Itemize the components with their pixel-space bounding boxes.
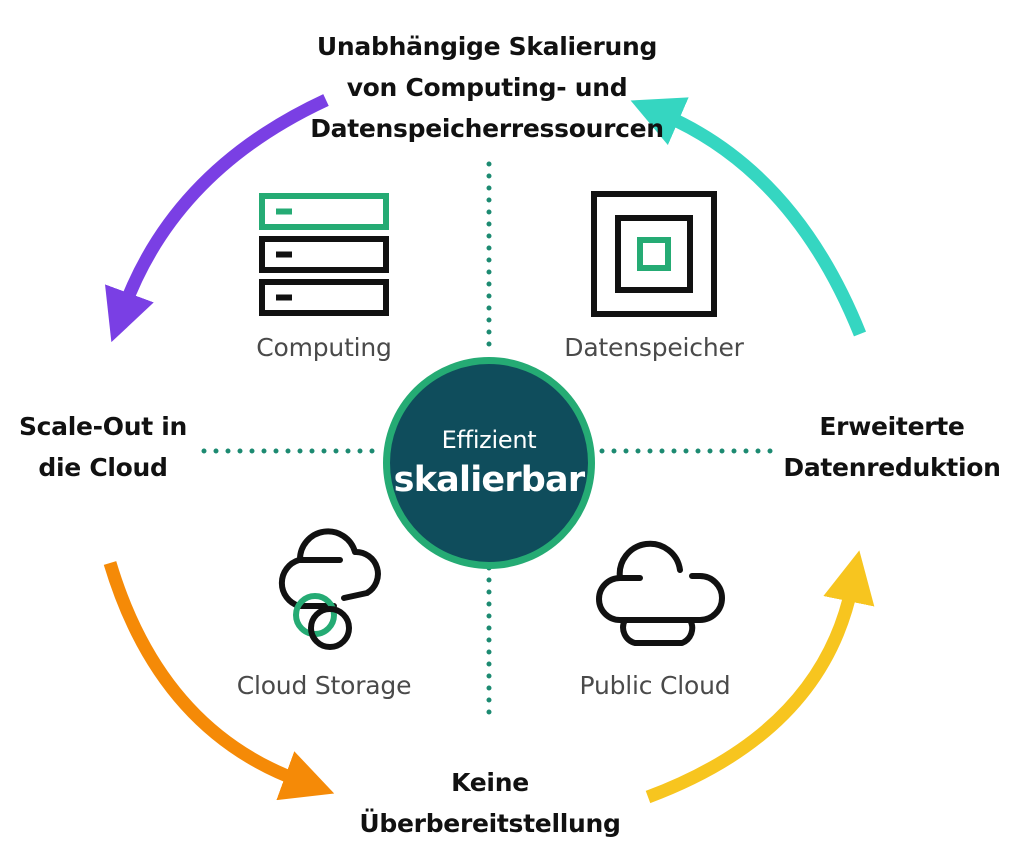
caption-computing: Computing [256, 333, 392, 362]
label-left: Scale-Out in die Cloud [8, 406, 198, 488]
caption-public-cloud: Public Cloud [579, 671, 731, 700]
label-bottom-line2: Überbereitstellung [359, 809, 621, 838]
teal-arrow [630, 97, 867, 337]
label-right-line1: Erweiterte [819, 412, 965, 441]
purple-arrow [105, 94, 329, 343]
center-line1: Effizient [441, 426, 537, 454]
label-bottom-line1: Keine [451, 768, 529, 797]
center-line2: skalierbar [393, 460, 585, 500]
storage-squares-icon [591, 191, 717, 317]
center-badge: Effizient skalierbar [383, 357, 595, 569]
yellow-arrow [645, 550, 875, 804]
label-right: Erweiterte Datenreduktion [780, 406, 1004, 488]
caption-cloud-storage: Cloud Storage [236, 671, 412, 700]
label-top-line2: von Computing- und [346, 73, 628, 102]
label-top-line1: Unabhängige Skalierung [316, 32, 658, 61]
dotted-axes [201, 161, 783, 721]
caption-datenspeicher: Datenspeicher [564, 333, 744, 362]
orange-arrow [103, 561, 335, 801]
label-bottom: Keine Überbereitstellung [340, 762, 640, 844]
label-right-line2: Datenreduktion [783, 453, 1001, 482]
label-left-line2: die Cloud [38, 453, 168, 482]
public-cloud-icon [596, 540, 725, 646]
label-top-line3: Datenspeicherressourcen [310, 114, 664, 143]
server-stack-icon [259, 193, 389, 316]
label-top: Unabhängige Skalierung von Computing- un… [262, 26, 712, 149]
cloud-storage-icon [278, 528, 381, 650]
label-left-line1: Scale-Out in [18, 412, 188, 441]
